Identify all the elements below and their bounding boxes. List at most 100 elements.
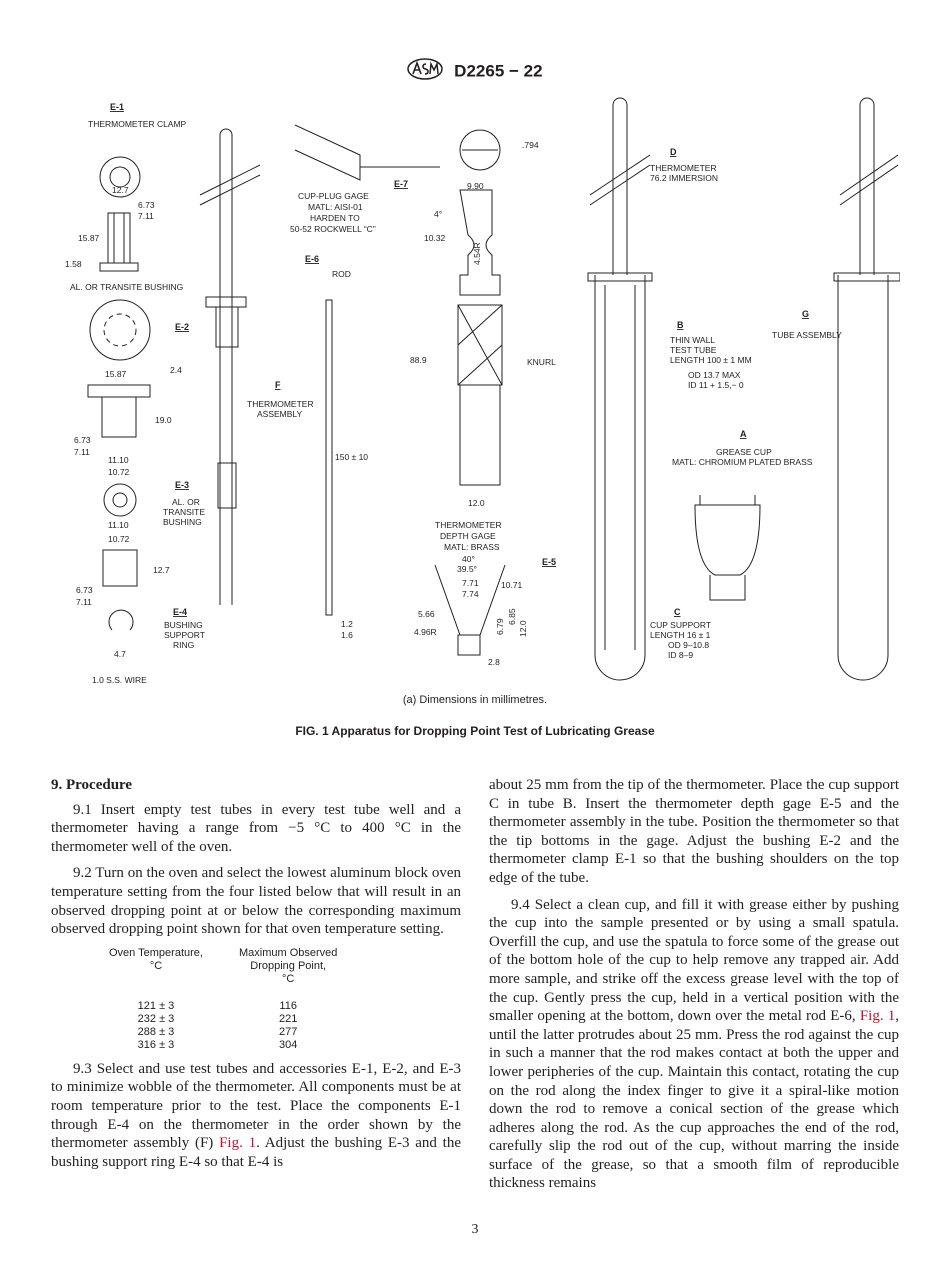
table-cell: 277 [279,1025,298,1038]
label-ring: RING [173,640,194,650]
dim-12-0-b: 12.0 [518,620,528,637]
label-depth-gage: DEPTH GAGE [440,531,496,541]
table-cell: 221 [279,1012,298,1025]
label-length-16: LENGTH 16 ± 1 [650,630,711,640]
oven-temperature-table: Oven Temperature, °C Maximum Observed Dr… [91,947,355,1052]
label-b: B [677,320,684,330]
dim-7-74: 7.74 [462,589,479,599]
dim-6-73-b: 6.73 [74,435,91,445]
label-bushing-2: BUSHING [164,620,203,630]
dim-88-9: 88.9 [410,355,427,365]
label-d: D [670,147,677,157]
label-transite: TRANSITE [163,507,205,517]
dim-10-71: 10.71 [501,580,523,590]
label-thermometer-depth: THERMOMETER [435,520,502,530]
table-header-oven-temp: Oven Temperature, °C [109,946,203,972]
figure-subcaption: (a) Dimensions in millimetres. [402,694,548,706]
dim-4-54r: 4.54R [472,242,482,265]
label-support: SUPPORT [164,630,205,640]
dim-15-87-b: 15.87 [105,369,127,379]
right-column: about 25 mm from the tip of the thermome… [489,776,899,1201]
page-header: D2265 − 22 [0,58,950,85]
label-c: C [674,607,681,617]
table-row: 232 ± 3 221 [91,1013,355,1026]
label-e6: E-6 [305,254,319,264]
standard-id: D2265 − 22 [454,61,543,81]
label-cup-support: CUP SUPPORT [650,620,711,630]
dim-12-7: 12.7 [112,185,129,195]
dim-40-deg: 40° [462,554,475,564]
dim-10-72: 10.72 [108,467,130,477]
table-cell: 288 ± 3 [137,1025,175,1038]
paragraph-9-4-text: 9.4 Select a clean cup, and fill it with… [489,896,899,1025]
label-cup-plug-gage: CUP-PLUG GAGE [298,191,369,201]
label-od-13-7: OD 13.7 MAX [688,370,741,380]
label-matl-chrome: MATL: CHROMIUM PLATED BRASS [672,457,813,467]
label-e3: E-3 [175,480,189,490]
dim-4-96r: 4.96R [414,627,437,637]
section-title: 9. Procedure [51,777,133,793]
table-header-max-dropping: Maximum Observed Dropping Point, °C [238,946,338,985]
dim-2-8: 2.8 [488,657,500,667]
dim-10-72-b: 10.72 [108,534,130,544]
label-matl-aisi: MATL: AISI-01 [308,202,363,212]
paragraph-9-1: 9.1 Insert empty test tubes in every tes… [51,801,461,855]
fig-1-link[interactable]: Fig. 1 [219,1135,257,1152]
label-g: G [802,309,809,319]
dim-11-10-b: 11.10 [108,520,129,530]
label-od-9: OD 9–10.8 [668,640,709,650]
apparatus-figure: E-1 THERMOMETER CLAMP 12.7 6.73 7.11 15.… [65,97,900,685]
label-tube-assembly: TUBE ASSEMBLY [772,330,842,340]
label-harden-to: HARDEN TO [310,213,360,223]
dim-6-79: 6.79 [495,618,505,635]
page-number: 3 [471,1222,479,1237]
label-grease-cup: GREASE CUP [716,447,772,457]
label-bushing-1: AL. OR TRANSITE BUSHING [70,282,183,292]
dim-6-73: 6.73 [138,200,155,210]
dim-7-11-c: 7.11 [76,597,92,607]
dim-0-794: .794 [522,140,539,150]
dim-1-58: 1.58 [65,259,82,269]
paragraph-9-3-text-end: . Adjust the bushing E-3 and the bushing… [51,1135,461,1170]
table-cell: 316 ± 3 [137,1038,175,1051]
label-id-11: ID 11 + 1.5,− 0 [688,380,744,390]
dim-15-87: 15.87 [78,233,100,243]
paragraph-9-3-continued: about 25 mm from the tip of the thermome… [489,777,899,886]
label-length-100: LENGTH 100 ± 1 MM [670,355,752,365]
paragraph-9-3-text: 9.3 Select and use test tubes and access… [51,1060,461,1152]
dim-4-deg: 4° [434,209,442,219]
fig-1-link-2[interactable]: Fig. 1 [859,1008,896,1025]
label-al-or: AL. OR [172,497,200,507]
label-e2: E-2 [175,322,189,332]
paragraph-9-3: 9.3 Select and use test tubes and access… [51,1060,461,1172]
dim-1-2: 1.2 [341,619,353,629]
label-wire: 1.0 S.S. WIRE [92,675,147,685]
label-matl-brass: MATL: BRASS [444,542,500,552]
label-f: F [275,380,281,390]
dim-150-10: 150 ± 10 [335,452,368,462]
table-cell: 304 [279,1038,298,1051]
dim-7-71: 7.71 [462,578,479,588]
paragraph-9-4-text-end: , until the latter protrudes about 25 mm… [489,1008,899,1192]
dim-7-11-b: 7.11 [74,447,90,457]
left-column: 9. Procedure 9.1 Insert empty test tubes… [51,776,461,1179]
label-thermometer-d: THERMOMETER [650,163,717,173]
label-assembly-f: ASSEMBLY [257,409,303,419]
label-knurl: KNURL [527,357,556,367]
dim-6-85: 6.85 [507,608,517,625]
table-row: 288 ± 3 277 [91,1026,355,1039]
label-bushing: BUSHING [163,517,202,527]
label-e4: E-4 [173,607,187,617]
label-test-tube: TEST TUBE [670,345,717,355]
dim-1-6: 1.6 [341,630,353,640]
table-cell: 121 ± 3 [137,999,175,1012]
label-rockwell: 50-52 ROCKWELL “C” [290,224,376,234]
dim-2-4: 2.4 [170,365,182,375]
table-cell: 232 ± 3 [137,1012,175,1025]
label-e1: E-1 [110,102,124,112]
dim-4-7: 4.7 [114,649,126,659]
label-id-8: ID 8–9 [668,650,693,660]
label-a: A [740,429,747,439]
label-thin-wall: THIN WALL [670,335,715,345]
